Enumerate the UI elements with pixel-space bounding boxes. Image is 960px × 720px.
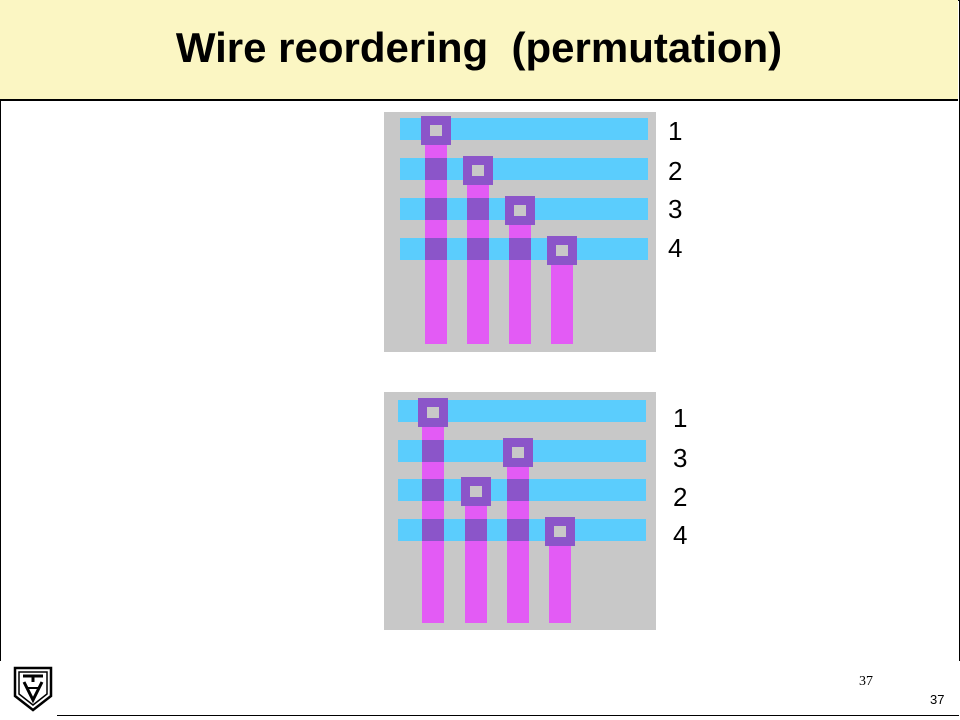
title-bar: Wire reordering (permutation) [0, 0, 958, 101]
wire-crossing [507, 519, 529, 541]
footer-divider [57, 715, 959, 716]
bottom-label-4: 4 [673, 520, 688, 550]
vertical-wire-1 [425, 128, 447, 344]
page-number-corner: 37 [930, 692, 945, 707]
wire-crossing [425, 238, 447, 260]
wire-crossing [425, 198, 447, 220]
page-number: 37 [859, 674, 873, 689]
bottom-diagram [384, 392, 656, 630]
via-contact-2 [463, 156, 493, 185]
bottom-label-1: 1 [673, 403, 688, 433]
technion-logo-icon [13, 666, 53, 712]
vertical-wire-4 [549, 528, 571, 623]
slide-title: Wire reordering (permutation) [175, 23, 783, 71]
vertical-wire-3 [509, 208, 531, 344]
via-contact-2 [503, 438, 533, 467]
wire-crossing [422, 479, 444, 501]
wire-crossing [465, 519, 487, 541]
via-contact-3 [461, 477, 491, 506]
bottom-label-3: 2 [673, 482, 688, 512]
horizontal-wire-1 [400, 118, 648, 140]
wire-crossing [467, 238, 489, 260]
top-label-3: 3 [668, 194, 683, 224]
top-diagram [384, 112, 656, 352]
wire-crossing [425, 158, 447, 180]
wire-crossing [509, 238, 531, 260]
wire-crossing [422, 519, 444, 541]
top-label-2: 2 [668, 156, 683, 186]
wire-crossing [422, 440, 444, 462]
via-contact-3 [505, 196, 535, 225]
wire-crossing [467, 198, 489, 220]
via-contact-1 [421, 116, 451, 145]
top-label-4: 4 [668, 233, 683, 263]
vertical-wire-4 [551, 248, 573, 344]
via-contact-1 [418, 398, 448, 427]
via-contact-4 [547, 236, 577, 265]
bottom-label-2: 3 [673, 443, 688, 473]
wire-crossing [507, 479, 529, 501]
top-label-1: 1 [668, 116, 683, 146]
horizontal-wire-2 [400, 158, 648, 180]
vertical-wire-2 [465, 488, 487, 623]
via-contact-4 [545, 517, 575, 546]
horizontal-wire-1 [398, 400, 646, 422]
